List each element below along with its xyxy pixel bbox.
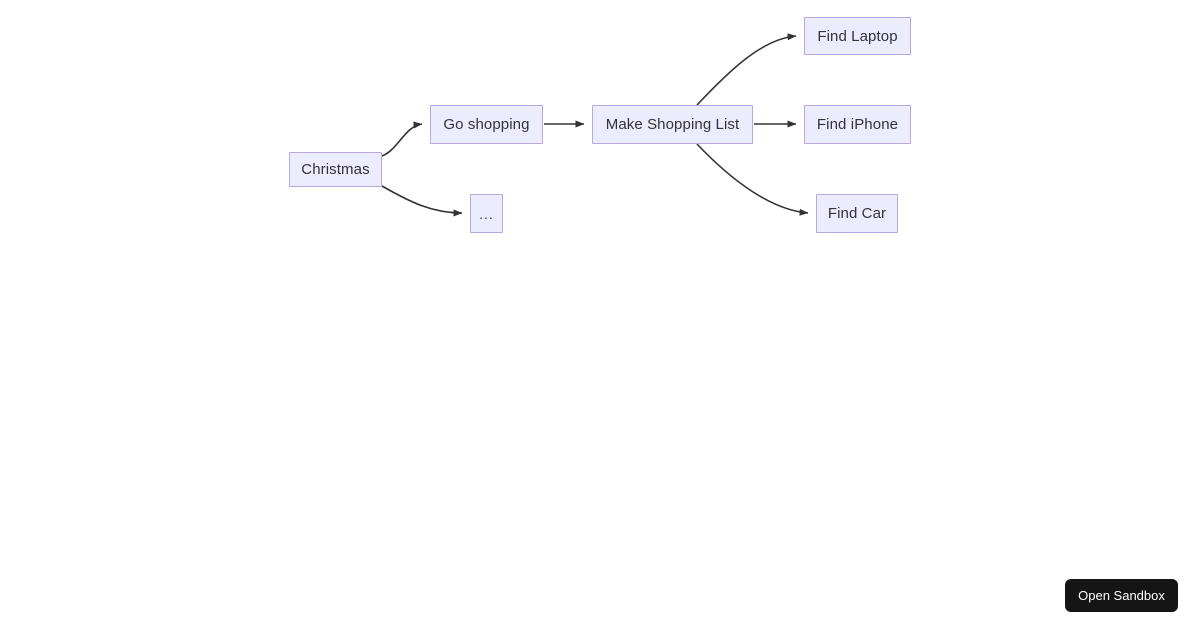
flow-node-christmas[interactable]: Christmas bbox=[289, 152, 382, 187]
flow-node-label: Christmas bbox=[301, 161, 370, 178]
flow-node-label: Make Shopping List bbox=[605, 116, 740, 133]
edge-christmas-to-ellipsis bbox=[381, 185, 463, 217]
flow-node-label: Find Laptop bbox=[817, 27, 898, 45]
flow-node-find-car[interactable]: Find Car bbox=[816, 194, 898, 233]
open-sandbox-button[interactable]: Open Sandbox bbox=[1065, 579, 1178, 612]
edge-make-list-to-find-laptop bbox=[696, 33, 797, 106]
edge-make-list-to-find-car bbox=[696, 143, 809, 216]
flow-node-label: ... bbox=[479, 205, 494, 222]
flow-node-label: Find Car bbox=[827, 205, 887, 222]
flow-node-label: Go shopping bbox=[443, 116, 530, 133]
flow-node-find-iphone[interactable]: Find iPhone bbox=[804, 105, 911, 144]
flow-node-make-shopping-list[interactable]: Make Shopping List bbox=[592, 105, 753, 144]
edge-christmas-to-go-shopping bbox=[381, 121, 423, 157]
flow-node-find-laptop[interactable]: Find Laptop bbox=[804, 17, 911, 55]
flow-node-go-shopping[interactable]: Go shopping bbox=[430, 105, 543, 144]
open-sandbox-label: Open Sandbox bbox=[1078, 588, 1165, 603]
flow-node-ellipsis[interactable]: ... bbox=[470, 194, 503, 233]
flow-node-label: Find iPhone bbox=[816, 116, 899, 133]
